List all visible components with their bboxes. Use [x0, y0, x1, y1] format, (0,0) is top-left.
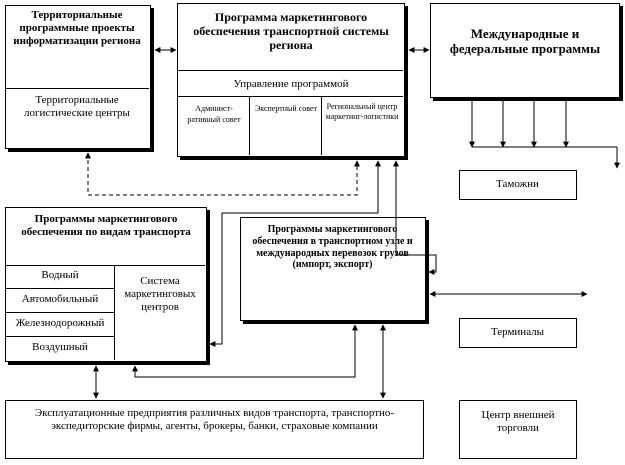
enterprises-label: Эксплуатационные предприятия различных в… [34, 407, 395, 432]
main-program-title: Программа маркетингового обеспечения тра… [193, 10, 389, 53]
link-dashed-territorial-regional [85, 152, 360, 196]
mode-rail: Железнодорожный [15, 317, 105, 329]
trade-center-box: Центр внешней торговли [459, 400, 577, 459]
transport-programs-title: Программы маркетингового обеспечения по … [21, 213, 191, 238]
marketing-centers-system: Система маркетинговых центров [124, 275, 196, 313]
link-main-transport [209, 160, 381, 347]
terminals-box: Терминалы [459, 318, 577, 348]
enterprises-box: Эксплуатационные предприятия различных в… [5, 400, 424, 459]
program-management-label: Управление программой [233, 78, 349, 90]
main-program-box: Программа маркетингового обеспечения тра… [177, 3, 405, 157]
terminals-label: Терминалы [490, 326, 545, 338]
administrative-council: Админист-ративный совет [187, 104, 241, 124]
territorial-programs-title: Территориальные программные проекты инфо… [13, 9, 141, 47]
expert-council: Экспертный совет [254, 104, 317, 113]
mode-air: Воздушный [32, 341, 88, 353]
mode-road: Автомобильный [21, 293, 99, 305]
mode-water: Водный [41, 269, 79, 281]
territorial-programs-box: Территориальные программные проекты инфо… [5, 5, 151, 149]
trade-center-label: Центр внешней торговли [481, 409, 555, 434]
link-main-node [393, 160, 437, 275]
international-programs-title: Международные и федеральные программы [449, 26, 601, 57]
international-programs-box: Международные и федеральные программы [430, 3, 620, 98]
link-node-system [132, 324, 358, 378]
regional-marketing-center: Региональный центр маркетинг-логистики [325, 102, 399, 122]
customs-label: Таможни [496, 178, 539, 190]
territorial-logistics-centers: Территориальные логистические центры [24, 94, 130, 119]
customs-box: Таможни [459, 170, 577, 200]
